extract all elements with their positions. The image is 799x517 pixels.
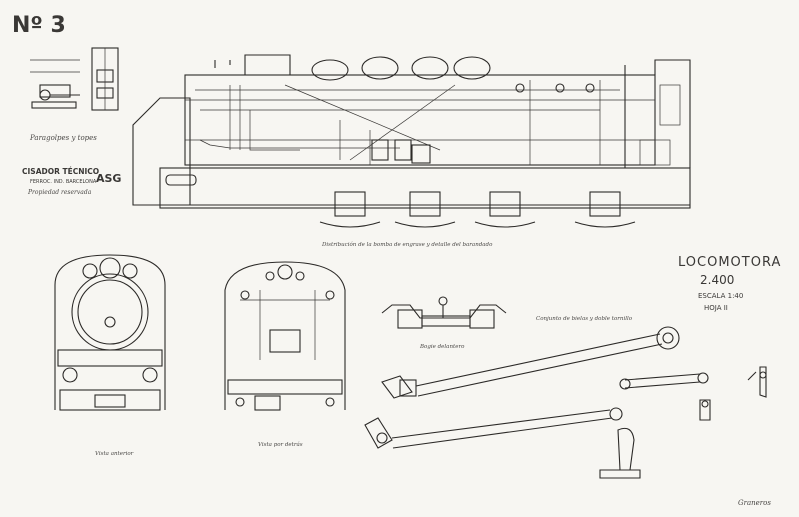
caption-rear-view: Vista por detrás — [258, 441, 303, 448]
caption-main-view: Distribución de la bomba de engrase y de… — [321, 241, 493, 248]
connecting-rods — [364, 326, 767, 479]
bogie: Bogie delantero — [381, 296, 507, 350]
stamp-line2: FERROC. IND. BARCELONA — [30, 179, 97, 185]
title: LOCOMOTORA — [678, 255, 781, 270]
title-block: LOCOMOTORA 2.400 ESCALA 1:40 HOJA II — [678, 255, 781, 312]
scale: ESCALA 1:40 — [698, 292, 743, 300]
caption-rods: Conjunto de bielas y doble tornillo — [536, 316, 633, 322]
rear-view: Vista por detrás — [224, 261, 346, 448]
stamp-line3: Propiedad reservada — [27, 189, 92, 196]
sheet-number: Nº 3 — [12, 13, 66, 38]
signature: Graneros — [738, 499, 771, 507]
page-number: HOJA II — [704, 304, 728, 312]
stamp-line1: CISADOR TÉCNICO — [22, 167, 99, 176]
workshop-stamp: CISADOR TÉCNICO FERROC. IND. BARCELONA P… — [22, 167, 121, 196]
model-number: 2.400 — [700, 273, 734, 287]
stamp-logo: ASG — [96, 172, 121, 185]
locomotive-side-view: Distribución de la bomba de engrase y de… — [132, 54, 691, 248]
caption-buffers: Paragolpes y topes — [29, 134, 97, 142]
front-view: Vista anterior — [54, 254, 166, 457]
caption-front-view: Vista anterior — [95, 451, 134, 457]
caption-bogie: Bogie delantero — [419, 344, 465, 350]
buffer-detail: Paragolpes y topes — [29, 47, 119, 142]
